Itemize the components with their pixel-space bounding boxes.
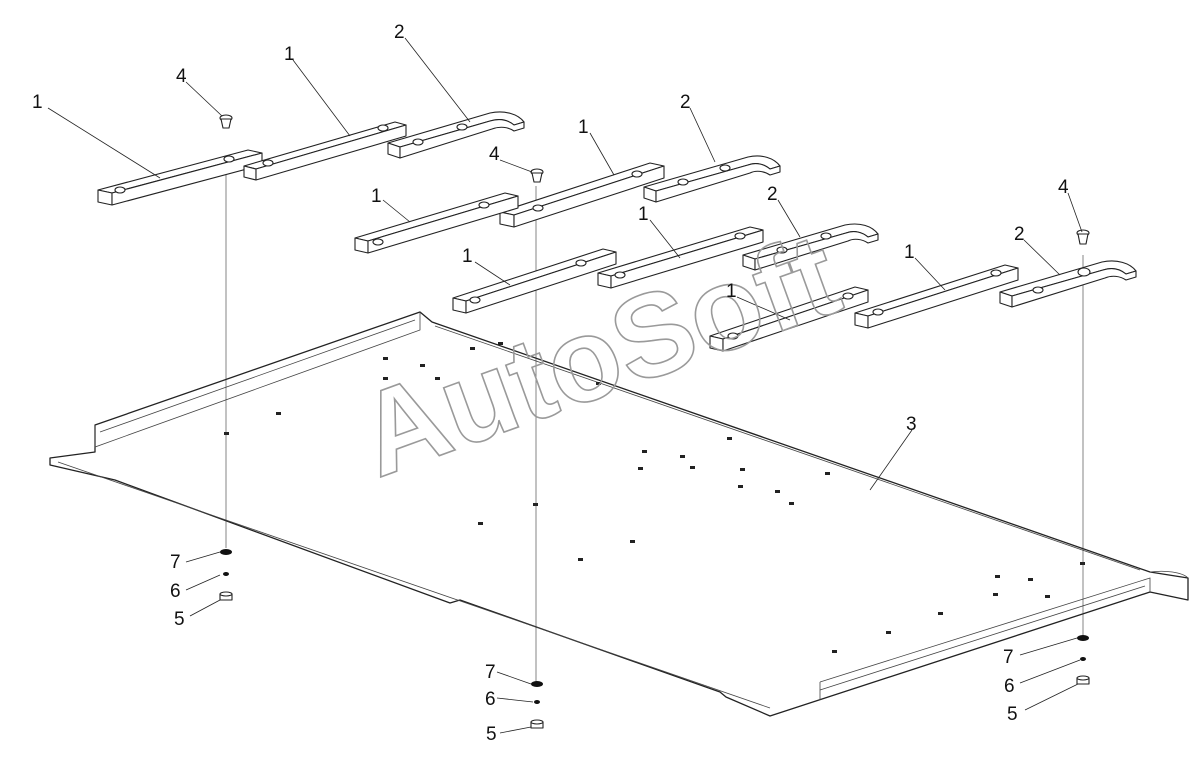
assembly-axes [225,160,1084,683]
callout-2: 2 [767,184,778,205]
callout-7: 7 [170,552,181,573]
callout-1: 1 [578,117,589,138]
callout-1: 1 [726,281,737,302]
callout-4: 4 [176,66,187,87]
callout-1: 1 [904,242,915,263]
callout-5: 5 [486,724,497,745]
callout-6: 6 [485,689,496,710]
leader-lines [47,37,1083,734]
callout-2: 2 [1014,224,1025,245]
fastener-stack-right [1076,635,1090,685]
strip-parts [97,121,1019,352]
callout-4: 4 [1058,177,1069,198]
callout-5: 5 [1007,704,1018,725]
bolt-parts [219,114,1090,245]
callout-4: 4 [489,144,500,165]
callout-1: 1 [371,186,382,207]
callout-1: 1 [638,204,649,225]
bent-strip-parts [387,111,1137,308]
callout-1: 1 [284,44,295,65]
callout-labels: 1 1 2 4 4 1 2 1 1 1 2 1 1 2 4 3 7 6 5 7 … [32,22,1069,745]
callout-6: 6 [1004,676,1015,697]
callout-2: 2 [394,22,405,43]
callout-1: 1 [32,92,43,113]
callout-6: 6 [170,581,181,602]
callout-5: 5 [174,609,185,630]
floor-plate [49,311,1189,717]
callout-3: 3 [906,414,917,435]
fastener-stack-left [219,549,233,601]
callout-7: 7 [1003,647,1014,668]
callout-2: 2 [680,92,691,113]
fastener-stack-center [530,681,544,729]
plate-holes [224,342,1085,653]
callout-7: 7 [485,662,496,683]
callout-1: 1 [462,246,473,267]
